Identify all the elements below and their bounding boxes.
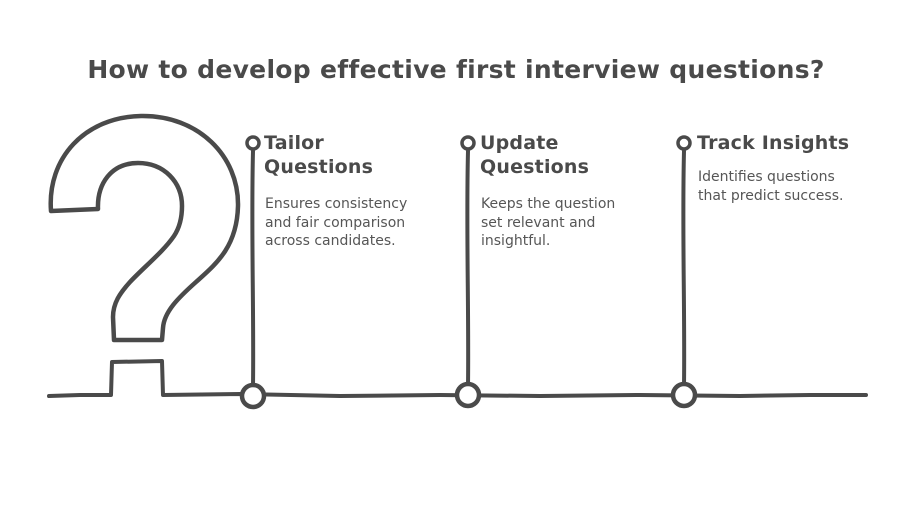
page-title: How to develop effective first interview… <box>87 55 825 84</box>
milestone-description-line: across candidates. <box>265 233 396 249</box>
milestone-title: Tailor Questions <box>264 131 440 179</box>
milestone-description: Identifies questions that predict succes… <box>698 168 843 205</box>
milestone-title-line: Track Insights <box>697 132 850 154</box>
milestone-title-line: Tailor <box>264 132 324 154</box>
milestone-update-questions: Update Questions Keeps the question set … <box>480 131 656 249</box>
milestone-marker-icon-2 <box>460 135 476 151</box>
milestone-title-line: Update <box>480 132 559 154</box>
timeline-node-circle-1 <box>239 382 267 410</box>
milestone-description: Ensures consistency and fair comparison … <box>265 195 407 251</box>
milestone-description-line: Identifies questions <box>698 169 835 185</box>
milestone-description-line: Keeps the question <box>481 196 616 212</box>
milestone-title: Update Questions <box>480 131 656 179</box>
milestone-marker-icon-1 <box>245 135 261 151</box>
milestone-connector-3 <box>681 149 687 388</box>
milestone-tailor-questions: Tailor Questions Ensures consistency and… <box>264 131 440 249</box>
milestone-description-line: insightful. <box>481 233 551 249</box>
milestone-description-line: set relevant and <box>481 214 596 231</box>
milestone-description-line: and fair comparison <box>265 214 406 231</box>
timeline-node-circle-2 <box>454 381 482 409</box>
milestone-connector-2 <box>465 149 471 388</box>
milestone-description-line: that predict success. <box>698 187 844 204</box>
timeline-node-circle-3 <box>670 381 698 409</box>
milestone-description: Keeps the question set relevant and insi… <box>481 195 615 251</box>
milestone-title-line: Questions <box>264 156 374 178</box>
question-mark-icon <box>48 113 241 343</box>
milestone-description-line: Ensures consistency <box>265 196 408 212</box>
timeline-baseline <box>47 359 868 398</box>
milestone-track-insights: Track Insights Identifies questions that… <box>697 131 873 204</box>
milestone-title-line: Questions <box>480 156 590 178</box>
milestone-marker-icon-3 <box>676 135 692 151</box>
milestone-connector-1 <box>250 149 256 388</box>
milestone-title: Track Insights <box>697 131 873 155</box>
